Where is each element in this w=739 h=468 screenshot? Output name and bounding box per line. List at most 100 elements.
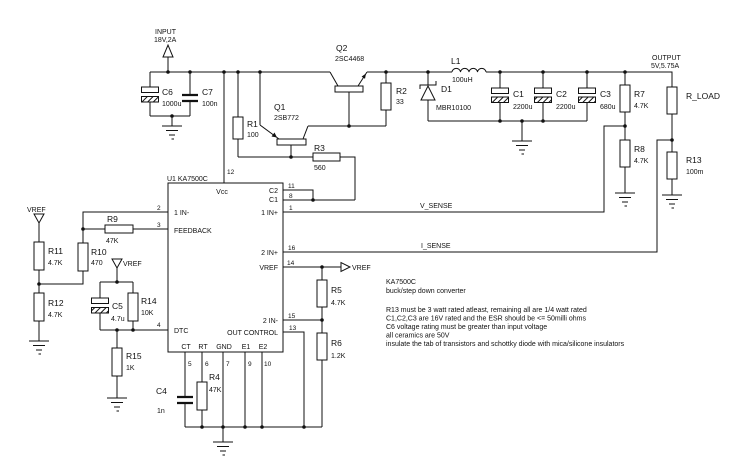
input-port: INPUT 18V,2A: [154, 29, 177, 58]
ic-pin-name-1in-plus: 1 IN+: [261, 210, 278, 217]
notes-block: KA7500C buck/step down converter R13 mus…: [386, 279, 625, 348]
resistor-r5: R5 4.7K: [316, 279, 346, 308]
ic-pin-name-e2: E2: [259, 344, 268, 351]
q1-ref: Q1: [274, 102, 286, 112]
ground-icon: [661, 194, 683, 209]
input-arrow-icon: [162, 43, 174, 58]
r3-value: 560: [314, 165, 326, 172]
r3-ref: R3: [314, 143, 325, 153]
npn-emitter-arrow-icon: [361, 73, 366, 79]
r12-ref: R12: [48, 298, 64, 308]
r14-value: 10K: [141, 310, 154, 317]
pin-number-3: 3: [157, 222, 161, 229]
c5-ref: C5: [112, 301, 123, 311]
resistor-r14: R14 10K: [127, 292, 157, 322]
r9-ref: R9: [107, 214, 118, 224]
r9-value: 47K: [106, 238, 119, 245]
capacitor-c5: C5 4.7u: [91, 297, 125, 323]
transistor-q2: Q2 2SC4468: [329, 43, 368, 93]
r8-ref: R8: [634, 144, 645, 154]
r7-value: 4.7K: [634, 103, 649, 110]
transistor-q1: Q1 2SB772: [259, 102, 309, 146]
c4-ref: C4: [156, 386, 167, 396]
input-label: INPUT: [155, 29, 177, 36]
resistor-r9: R9 47K: [104, 214, 134, 245]
vref-flag-pin14: VREF: [340, 261, 371, 273]
pin-number-4: 4: [157, 322, 161, 329]
capacitor-c1: C1 2200u: [491, 87, 533, 111]
note-line: all ceramics are 50V: [386, 333, 450, 340]
r6-ref: R6: [331, 338, 342, 348]
r15-ref: R15: [126, 351, 142, 361]
net-i-sense: I_SENSE: [421, 243, 451, 250]
r4-value: 47K: [209, 387, 222, 394]
pin-number-13: 13: [289, 325, 297, 332]
r10-value: 470: [91, 260, 103, 267]
input-rating: 18V,2A: [154, 37, 177, 44]
resistor-r4: R4 47K: [196, 372, 222, 411]
ic-pin-name-c2: C2: [269, 188, 278, 195]
note-line: KA7500C: [386, 279, 416, 286]
pin-number-5: 5: [188, 361, 192, 368]
vref-label: VREF: [27, 207, 46, 214]
vref-label: VREF: [123, 261, 142, 268]
c1-value: 2200u: [513, 104, 533, 111]
pin-number-7: 7: [226, 361, 230, 368]
ceramic-cap-icon: [182, 93, 198, 103]
ic-pin-name-vcc: Vcc: [216, 189, 228, 196]
ground-icon: [106, 397, 128, 412]
r2-ref: R2: [396, 86, 407, 96]
resistor-r7: R7 4.7K: [619, 84, 649, 113]
r6-value: 1.2K: [331, 353, 346, 360]
inductor-l1: L1 100uH: [451, 56, 487, 84]
r1-value: 100: [247, 132, 259, 139]
r10-ref: R10: [91, 247, 107, 257]
resistor-r3: R3 560: [312, 143, 341, 172]
r11-value: 4.7K: [48, 260, 63, 267]
ground-icon: [161, 125, 183, 140]
d1-part: MBR10100: [436, 105, 471, 112]
ic-pin-name-2in-plus: 2 IN+: [261, 250, 278, 257]
rload-ref: R_LOAD: [686, 91, 720, 101]
c4-value: 1n: [157, 408, 165, 415]
q2-ref: Q2: [336, 43, 348, 53]
c5-value: 4.7u: [111, 316, 125, 323]
note-line: buck/step down converter: [386, 288, 466, 295]
r2-value: 33: [396, 99, 404, 106]
r4-ref: R4: [209, 372, 220, 382]
pin-number-14: 14: [287, 260, 295, 267]
ground-icon: [28, 340, 50, 355]
r12-value: 4.7K: [48, 312, 63, 319]
note-line: C6 voltage rating must be greater than i…: [386, 324, 547, 331]
note-line: R13 must be 3 watt rated atleast, remain…: [386, 307, 587, 314]
diode-d1-schottky: D1 MBR10100: [419, 81, 471, 112]
r14-ref: R14: [141, 296, 157, 306]
ic-pin-name-vref: VREF: [259, 265, 278, 272]
r5-value: 4.7K: [331, 300, 346, 307]
c3-ref: C3: [600, 89, 611, 99]
pin-number-11: 11: [288, 183, 295, 190]
pnp-emitter-arrow-icon: [271, 132, 277, 138]
net-v-sense: V_SENSE: [420, 203, 453, 210]
q2-part: 2SC4468: [335, 56, 364, 63]
r13-ref: R13: [686, 155, 702, 165]
r13-value: 100m: [686, 169, 704, 176]
c7-ref: C7: [202, 87, 213, 97]
vref-label: VREF: [352, 265, 371, 272]
r11-ref: R11: [48, 246, 63, 256]
pin-number-1: 1: [289, 205, 293, 212]
vref-arrow-icon: [340, 261, 352, 273]
vref-flag-mid: VREF: [111, 258, 142, 270]
pin-number-9: 9: [248, 361, 252, 368]
circuit-wires: [38, 58, 673, 442]
output-port: OUTPUT 5V,5.75A: [651, 55, 682, 70]
junction-dots: [37, 70, 674, 429]
output-label: OUTPUT: [652, 55, 682, 62]
capacitor-c6: C6 1000u: [141, 86, 182, 108]
pin-number-16: 16: [288, 245, 296, 252]
r8-value: 4.7K: [634, 158, 649, 165]
c6-value: 1000u: [162, 101, 182, 108]
c6-ref: C6: [162, 87, 173, 97]
l1-ref: L1: [451, 56, 461, 66]
